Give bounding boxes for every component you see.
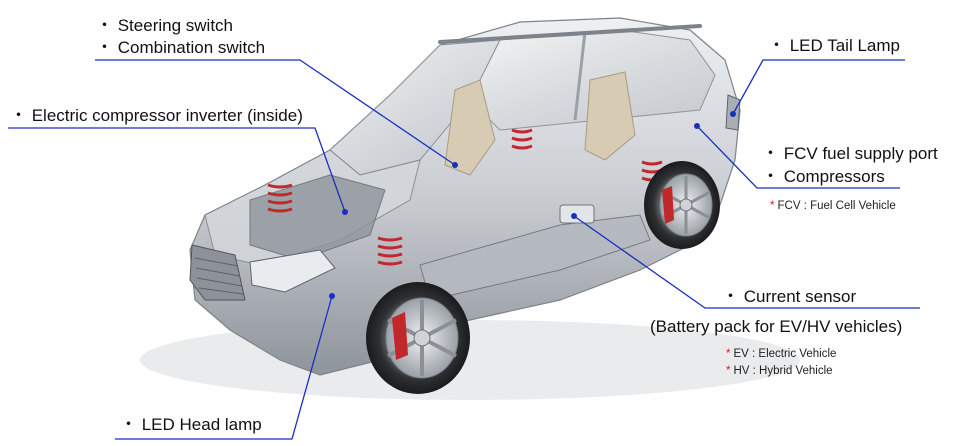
current-sensor-part (559, 204, 595, 224)
front-spring-right (377, 236, 403, 266)
leader-fuel-port (696, 125, 900, 189)
leader-dots (329, 111, 736, 299)
grille-bars (194, 257, 244, 295)
dot-fuel-port (694, 123, 700, 129)
label-compressors: ・ Compressors (762, 167, 885, 186)
headlight (249, 249, 336, 293)
label-combination-switch: ・ Combination switch (96, 38, 266, 57)
leader-current-sensor (573, 215, 920, 309)
note-hv: *HV : Hybrid Vehicle (726, 364, 833, 379)
roof-rail (438, 24, 702, 44)
label-battery-pack: (Battery pack for EV/HV vehicles) (650, 317, 903, 336)
leader-compressor-inverter (8, 127, 346, 213)
dot-head-lamp (329, 293, 335, 299)
note-ev: *EV : Electric Vehicle (726, 347, 836, 362)
dot-tail-lamp (730, 111, 736, 117)
leader-lines (8, 59, 920, 440)
b-pillar (573, 31, 587, 121)
dot-compressor-inverter (342, 209, 348, 215)
leader-tail-lamp (732, 59, 905, 115)
front-wheel (366, 282, 470, 394)
rear-wheel (644, 161, 720, 249)
note-hv-text: HV : Hybrid Vehicle (733, 365, 833, 377)
note-fcv: *FCV : Fuel Cell Vehicle (770, 199, 896, 214)
label-current-sensor: ・ Current sensor (722, 287, 857, 306)
label-fcv-fuel-port: ・ FCV fuel supply port (762, 144, 938, 163)
front-grille (189, 244, 246, 301)
note-hv-asterisk: * (726, 365, 731, 377)
note-ev-asterisk: * (726, 348, 731, 360)
note-ev-text: EV : Electric Vehicle (733, 348, 837, 360)
dot-current-sensor (571, 213, 577, 219)
dot-steering (452, 162, 458, 168)
note-fcv-text: FCV : Fuel Cell Vehicle (777, 200, 896, 212)
front-seat (444, 79, 496, 176)
leader-steering (95, 59, 456, 166)
front-spring-left (267, 183, 293, 213)
label-compressor-inverter: ・ Electric compressor inverter (inside) (10, 106, 303, 125)
leader-head-lamp (115, 295, 333, 440)
label-led-tail-lamp: ・ LED Tail Lamp (768, 36, 900, 55)
rear-seat (584, 71, 636, 161)
note-fcv-asterisk: * (770, 200, 775, 212)
label-steering-switch: ・ Steering switch (96, 16, 233, 35)
label-led-head-lamp: ・ LED Head lamp (120, 415, 262, 434)
